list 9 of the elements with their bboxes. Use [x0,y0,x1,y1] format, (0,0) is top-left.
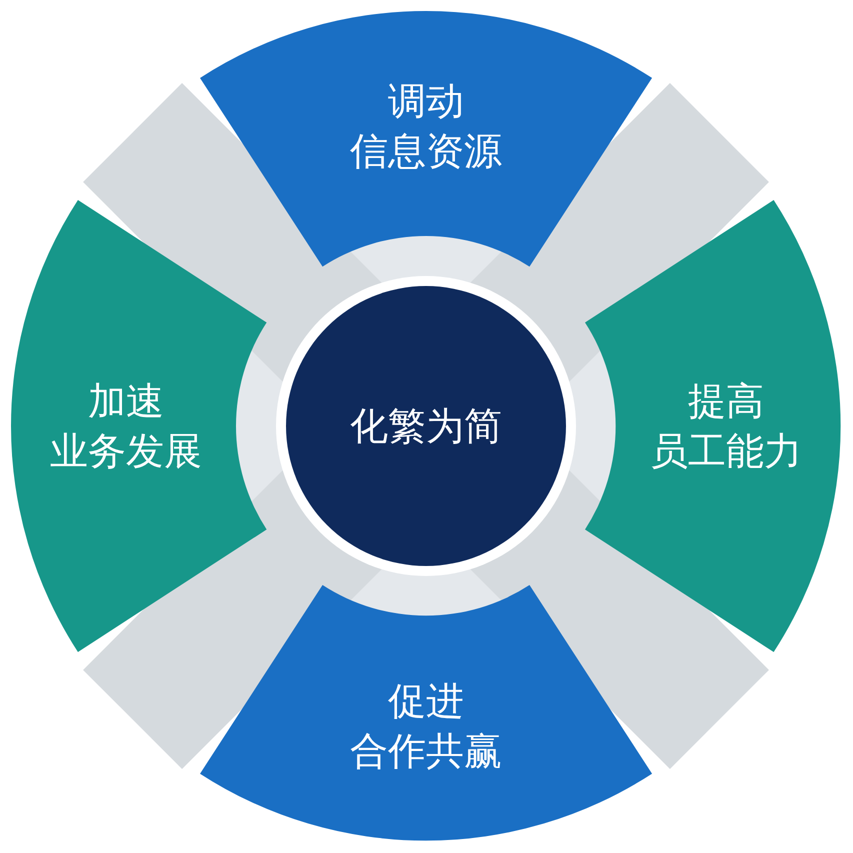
segment-heading: 调动 [386,78,465,125]
segment-heading: 加速 [87,378,165,425]
segment-label: 员工能力 [650,428,802,475]
segment-label: 信息资源 [350,128,502,175]
segment-heading: 提高 [686,378,765,425]
segment-label: 业务发展 [50,428,202,475]
segment-heading: 促进 [386,678,465,725]
center-label: 化繁为简 [350,403,502,450]
segment-label: 合作共赢 [350,728,502,775]
